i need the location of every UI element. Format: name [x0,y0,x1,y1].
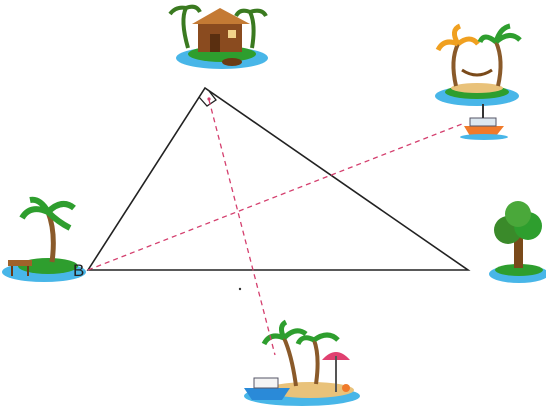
palm-dock-island-icon [2,196,86,282]
right-angle-marker [198,90,217,107]
sailboat-icon [460,104,508,140]
small-dot [238,287,242,291]
dashed-lines [87,99,463,356]
vertex-label-b: B [73,261,84,280]
dashed-line-b-to-boat [87,123,463,271]
beach-umbrella-boat-island-icon [244,319,360,406]
triangle [86,86,471,271]
tree-island-icon [489,201,546,283]
triangle-outline [86,86,471,271]
right-angle-dot [207,97,211,101]
palm-hammock-island-icon [435,23,522,106]
dashed-line-apex-to-beach [208,99,276,356]
hut-on-island-icon [168,4,268,69]
